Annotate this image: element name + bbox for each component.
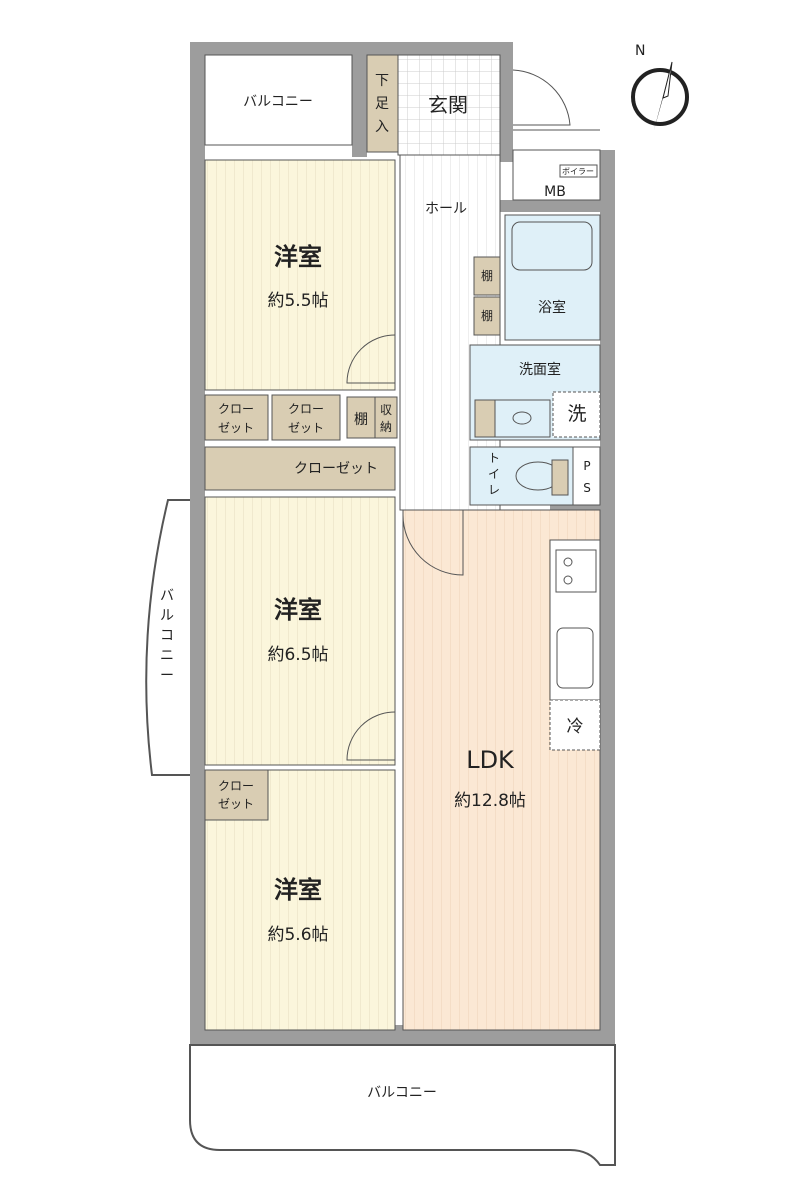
toilet-label: イ: [488, 467, 500, 481]
closet-c: [204, 769, 269, 821]
washer-space: [552, 391, 601, 438]
sink: [494, 399, 551, 438]
fridge-space: [549, 699, 601, 751]
toilet-label: レ: [488, 483, 500, 497]
balcony-top: [204, 54, 353, 146]
burner: [563, 575, 573, 585]
balcony-bottom: [189, 1044, 616, 1166]
burner: [563, 557, 573, 567]
storage-label: 収: [380, 403, 392, 417]
hall-shelf-1: [473, 256, 501, 296]
shelf: [346, 396, 376, 439]
washroom-label: 洗面室: [519, 361, 561, 378]
shelf-label: 棚: [354, 412, 368, 428]
shoe-storage: [366, 54, 399, 153]
kitchen-sink-icon: [556, 627, 594, 689]
fridge-label: 冷: [567, 717, 584, 737]
hall-label: ホール: [425, 201, 467, 217]
closet-label: クロー: [218, 779, 254, 793]
closet-label: クロー: [288, 402, 324, 416]
balcony-side-label: ー: [160, 668, 174, 684]
shoe-storage-label: 入: [375, 119, 389, 135]
western-room-1-size: 約5.5帖: [267, 291, 328, 311]
north-compass-icon: N: [631, 43, 689, 130]
closet-b: [271, 394, 341, 441]
balcony-side: [145, 499, 190, 776]
balcony-top-label: バルコニー: [243, 94, 313, 110]
sink-basin: [512, 411, 532, 425]
western-room-3-name: 洋室: [274, 876, 322, 904]
closet-long-label: クローゼット: [294, 461, 378, 477]
western-room-2: [204, 496, 396, 766]
boiler-box: [559, 164, 598, 178]
hall-shelf-label: 棚: [481, 268, 493, 283]
mb-label: MB: [544, 184, 566, 200]
closet-label: ゼット: [218, 797, 254, 811]
entrance: [397, 54, 501, 156]
storage: [374, 396, 398, 439]
western-room-2-name: 洋室: [274, 596, 322, 624]
entrance-door: [512, 69, 571, 126]
entrance-label: 玄関: [428, 93, 468, 117]
pipe-space: [572, 446, 601, 506]
western-room-2-size: 約6.5帖: [267, 645, 328, 665]
ldk-name: LDK: [466, 746, 515, 774]
boiler-label: ボイラー: [562, 167, 594, 176]
closet-label: クロー: [218, 402, 254, 416]
stove-icon: [555, 549, 597, 593]
storage-label: 納: [380, 420, 392, 434]
western-room-1-name: 洋室: [274, 243, 322, 271]
balcony-bottom-label: バルコニー: [367, 1085, 437, 1101]
hall-shelf-2: [473, 296, 501, 336]
vanity-cabinet: [474, 399, 496, 438]
toilet-label: ト: [488, 451, 500, 465]
shoe-storage-label: 下: [375, 73, 389, 89]
balcony-side-label: バ: [160, 588, 174, 604]
balcony-side-label: コ: [160, 628, 174, 644]
door: [346, 334, 396, 384]
ldk-size: 約12.8帖: [454, 791, 526, 811]
ps-label: S: [583, 481, 591, 495]
door: [346, 711, 396, 761]
western-room-1: [204, 159, 396, 391]
bath-label: 浴室: [538, 299, 566, 316]
balcony-side-label: ニ: [160, 648, 174, 664]
compass-north-label: N: [635, 43, 645, 59]
closet-a: [204, 394, 269, 441]
ps-label: P: [583, 459, 590, 473]
washer-label: 洗: [567, 403, 586, 425]
door: [402, 510, 464, 576]
closet-long: [204, 446, 396, 491]
shoe-storage-label: 足: [375, 96, 389, 112]
bathtub: [511, 221, 593, 271]
balcony-side-label: ル: [160, 608, 174, 624]
western-room-3-size: 約5.6帖: [267, 925, 328, 945]
hall-shelf-label: 棚: [481, 308, 493, 323]
toilet-tank: [551, 459, 569, 496]
closet-label: ゼット: [288, 421, 324, 435]
closet-label: ゼット: [218, 421, 254, 435]
